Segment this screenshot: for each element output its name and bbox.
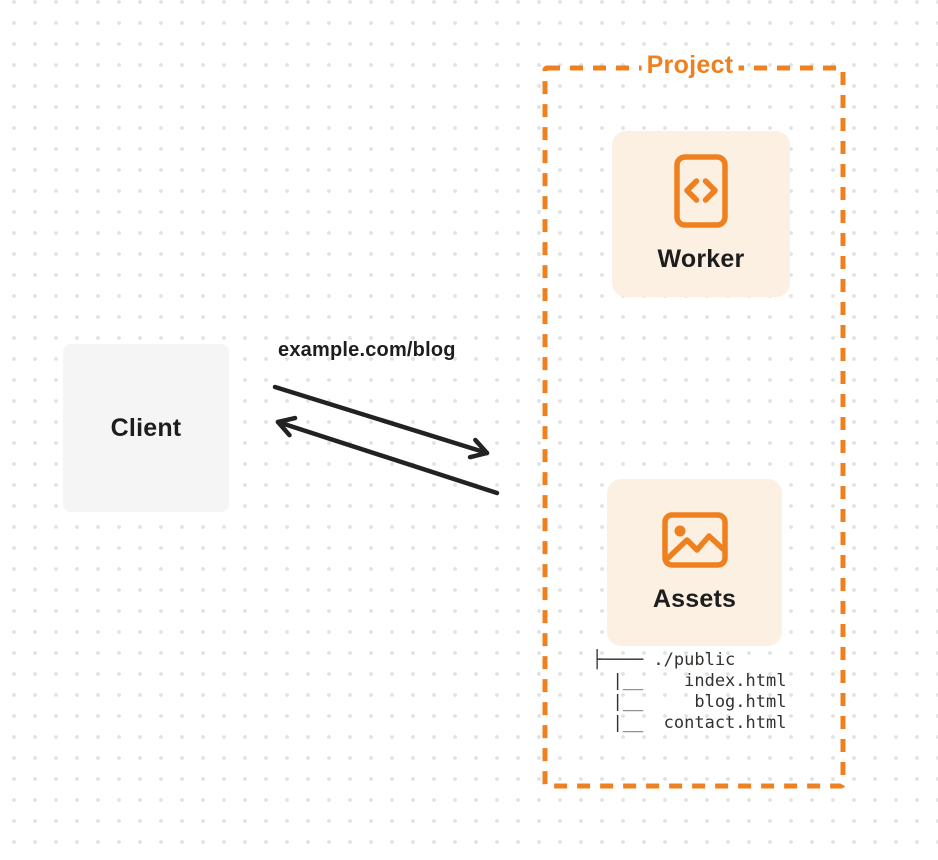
assets-file-tree: ├──── ./public |__ index.html |__ blog.h…: [592, 650, 786, 734]
worker-label: Worker: [657, 245, 745, 273]
client-node: Client: [63, 344, 229, 512]
assets-node: Assets: [607, 479, 782, 646]
request-url-label: example.com/blog: [278, 339, 456, 361]
file-tree-line: ├──── ./public: [592, 650, 736, 670]
client-label: Client: [110, 413, 182, 442]
response-arrow: [275, 415, 500, 496]
image-icon: [661, 511, 728, 568]
request-arrow: [272, 384, 490, 460]
worker-node: Worker: [612, 131, 790, 297]
project-label: Project: [641, 51, 739, 80]
code-file-icon: [674, 154, 728, 228]
file-tree-line: |__ index.html: [592, 671, 787, 691]
assets-label: Assets: [652, 584, 737, 613]
file-tree-line: |__ contact.html: [592, 713, 787, 733]
file-tree-line: |__ blog.html: [592, 692, 787, 712]
